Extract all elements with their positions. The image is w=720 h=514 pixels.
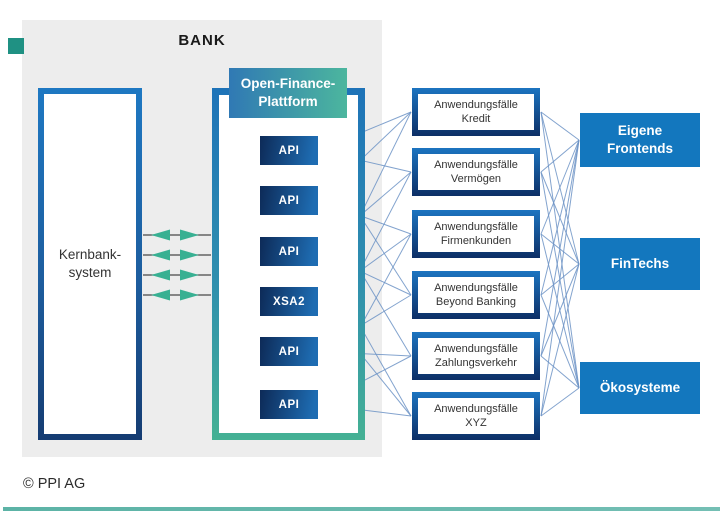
- target-box-fintechs: FinTechs: [580, 238, 700, 290]
- target-box-oekosysteme: Ökosysteme: [580, 362, 700, 414]
- kernbanksystem-label: Kernbank- system: [44, 94, 136, 434]
- usecase-box-kredit: Anwendungsfälle Kredit: [412, 88, 540, 136]
- kernbanksystem-box: Kernbank- system: [38, 88, 142, 440]
- usecase-label: Anwendungsfälle Kredit: [418, 94, 534, 130]
- xsa2-box: XSA2: [260, 287, 318, 316]
- api-box-1: API: [260, 136, 318, 165]
- usecase-box-vermoegen: Anwendungsfälle Vermögen: [412, 148, 540, 196]
- api-box-2: API: [260, 186, 318, 215]
- usecase-box-zahlungsverkehr: Anwendungsfälle Zahlungsverkehr: [412, 332, 540, 380]
- bottom-accent-bar: [3, 507, 720, 511]
- usecase-label: Anwendungsfälle XYZ: [418, 398, 534, 434]
- brand-square-icon: [8, 38, 24, 54]
- usecase-box-beyond-banking: Anwendungsfälle Beyond Banking: [412, 271, 540, 319]
- open-finance-plattform-header: Open-Finance- Plattform: [229, 68, 347, 118]
- bank-label: BANK: [178, 32, 226, 49]
- usecase-box-firmenkunden: Anwendungsfälle Firmenkunden: [412, 210, 540, 258]
- usecase-label: Anwendungsfälle Vermögen: [418, 154, 534, 190]
- api-box-5: API: [260, 337, 318, 366]
- target-box-eigene-frontends: Eigene Frontends: [580, 113, 700, 167]
- usecase-label: Anwendungsfälle Firmenkunden: [418, 216, 534, 252]
- usecase-label: Anwendungsfälle Zahlungsverkehr: [418, 338, 534, 374]
- usecase-box-xyz: Anwendungsfälle XYZ: [412, 392, 540, 440]
- usecase-label: Anwendungsfälle Beyond Banking: [418, 277, 534, 313]
- api-box-3: API: [260, 237, 318, 266]
- copyright-text: © PPI AG: [23, 476, 86, 492]
- api-box-6: API: [260, 390, 318, 419]
